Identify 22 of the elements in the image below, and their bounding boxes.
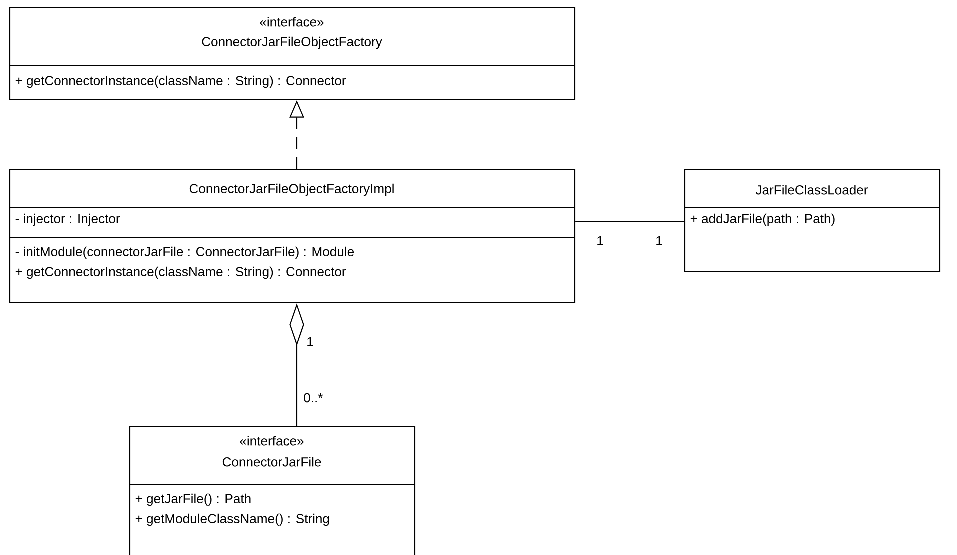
method: + getModuleClassName() : String <box>136 514 330 526</box>
method: + getConnectorInstance(className : String) : Connector <box>16 76 346 88</box>
method: + getConnectorInstance(className : String) : Connector <box>16 266 346 280</box>
class-box <box>129 426 416 555</box>
method: + addJarFile(path : Path) <box>690 214 835 226</box>
multiplicity: 1 <box>308 338 314 346</box>
association-line <box>576 221 684 223</box>
class-box <box>684 169 941 273</box>
attribute: - injector : Injector <box>16 214 120 226</box>
method: + getJarFile() : Path <box>136 494 251 506</box>
class-name: JarFileClassLoader <box>756 185 868 195</box>
method: - initModule(connectorJarFile : ConnectorJarFile) : Module <box>16 246 354 260</box>
multiplicity: 1 <box>598 236 604 246</box>
stereotype: «interface» <box>260 17 324 27</box>
multiplicity: 0..* <box>304 393 323 403</box>
multiplicity: 1 <box>656 236 662 246</box>
class-name: ConnectorJarFileObjectFactoryImpl <box>190 184 394 196</box>
class-name: ConnectorJarFileObjectFactory <box>202 36 382 50</box>
stereotype: «interface» <box>240 436 304 446</box>
class-name: ConnectorJarFile <box>222 457 322 467</box>
class-box <box>9 7 576 101</box>
class-box <box>9 169 576 304</box>
